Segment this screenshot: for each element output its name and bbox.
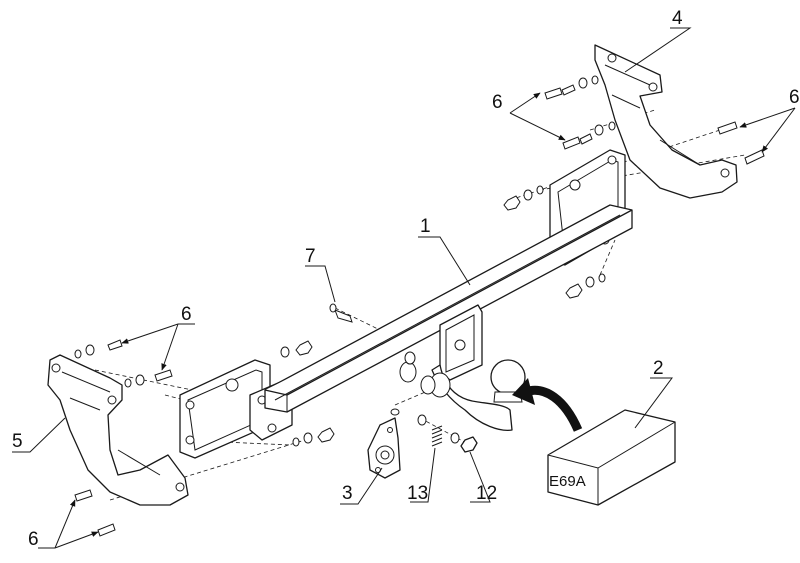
crossbar-beam	[264, 204, 633, 413]
callout-12: 12	[476, 483, 497, 504]
socket-plate	[367, 408, 401, 479]
callout-6-right: 6	[789, 87, 800, 108]
callout-13: 13	[407, 483, 428, 504]
hardware-box	[547, 409, 676, 506]
towball-bracket	[439, 304, 483, 381]
callout-3: 3	[342, 483, 353, 504]
callout-5: 5	[12, 431, 23, 452]
box-label: E69A	[549, 473, 586, 490]
callout-2: 2	[653, 358, 664, 379]
callout-6-top: 6	[492, 92, 503, 113]
callout-1: 1	[420, 216, 431, 237]
towball-neck	[399, 351, 526, 431]
callout-6-left: 6	[181, 304, 192, 325]
callout-6-bottom: 6	[28, 529, 39, 550]
callout-4: 4	[672, 8, 683, 29]
spring-washer-set	[417, 414, 478, 453]
callout-7: 7	[305, 246, 316, 267]
insert-direction-arrow	[512, 378, 583, 432]
right-side-bracket	[594, 44, 738, 199]
callout-numbers: 1 2 3 4 5 6 6 6 6 7 12 13	[12, 8, 800, 550]
bolt-set	[74, 75, 765, 537]
svg-text:E69A: E69A	[549, 473, 586, 490]
callout-leaders	[12, 27, 796, 549]
left-side-bracket	[47, 354, 189, 506]
